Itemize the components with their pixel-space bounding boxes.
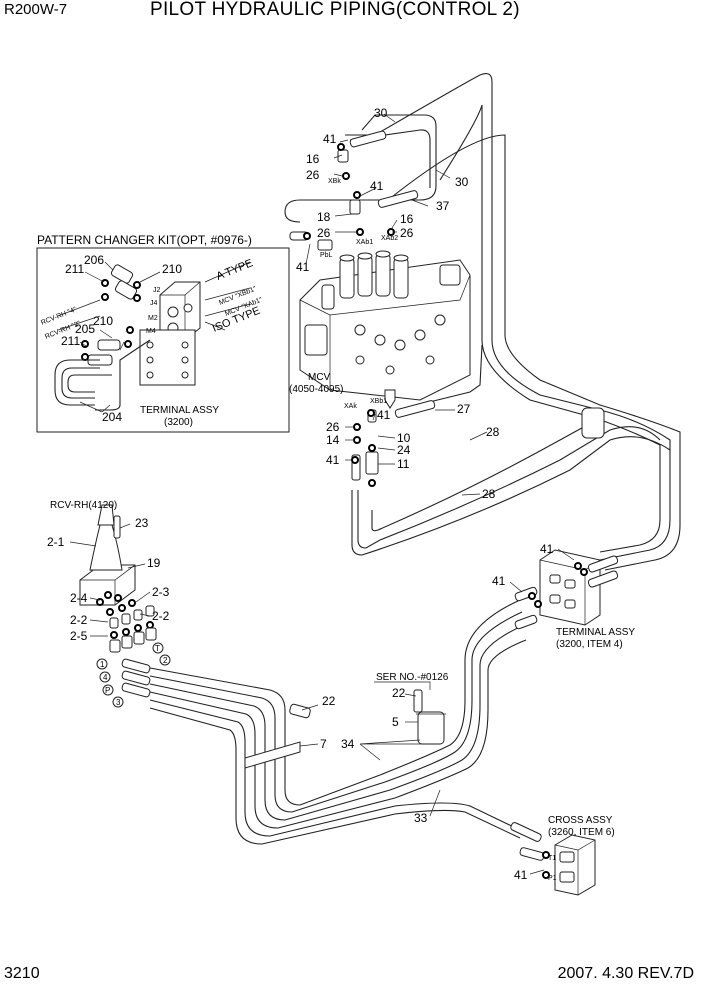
port-pbl: PbL	[320, 252, 333, 259]
callout-206: 206	[84, 253, 104, 267]
callout-22a: 22	[322, 694, 336, 708]
port-mark-1: 1	[100, 660, 105, 669]
clamps	[244, 407, 605, 769]
callout-26c: 26	[317, 226, 331, 240]
callout-18: 18	[317, 210, 331, 224]
leader-lines	[69, 113, 575, 875]
inset-title: PATTERN CHANGER KIT(OPT, #0976-)	[37, 233, 252, 247]
terminal-right-ref: (3200, ITEM 4)	[556, 639, 623, 650]
terminal-right-label: TERMINAL ASSY	[556, 627, 635, 638]
callout-41b: 41	[370, 179, 384, 193]
cross-assy-label: CROSS ASSY	[548, 815, 613, 826]
callout-205: 205	[75, 322, 95, 336]
port-m2: M2	[148, 315, 158, 322]
terminal-assy-right	[514, 549, 619, 630]
port-mark-t: T	[155, 644, 160, 653]
callout-2-1: 2-1	[47, 535, 65, 549]
text-labels: PATTERN CHANGER KIT(OPT, #0976-) TERMINA…	[37, 178, 635, 882]
model-code: R200W-7	[4, 1, 68, 18]
callout-14: 14	[326, 433, 340, 447]
port-markers: 1 4 P 3 T 2	[96, 642, 171, 708]
cross-assy	[510, 822, 596, 896]
callout-28b: 28	[482, 487, 496, 501]
revision-date: 2007. 4.30 REV.7D	[557, 965, 694, 982]
mcv-ref: (4050-4095)	[289, 384, 343, 395]
port-xab1: XAb1	[356, 239, 373, 246]
port-xbb1: XBb1	[370, 398, 387, 405]
mcv-label: MCV	[308, 372, 331, 383]
callout-16a: 16	[306, 152, 320, 166]
callout-41d: 41	[377, 408, 391, 422]
inset-terminal-ref: (3200)	[164, 417, 193, 428]
callout-numbers: 30 30 41 16 26 41 37 18 16 26 26 41 206 …	[47, 106, 554, 882]
hose-bundle-top	[284, 73, 681, 571]
port-mark-2: 2	[163, 656, 168, 665]
page-title: PILOT HYDRAULIC PIPING(CONTROL 2)	[150, 0, 520, 20]
callout-210a: 210	[162, 262, 182, 276]
callout-34: 34	[341, 737, 355, 751]
callout-26a: 26	[306, 168, 320, 182]
port-p1: P1	[548, 875, 557, 882]
callout-2-5: 2-5	[70, 629, 88, 643]
port-m4: M4	[146, 328, 156, 335]
a-type-label: A TYPE	[215, 257, 255, 282]
port-mark-3: 3	[116, 698, 121, 707]
callout-23: 23	[135, 516, 149, 530]
callout-28a: 28	[486, 425, 500, 439]
callout-41e: 41	[326, 453, 340, 467]
callout-2-3: 2-3	[152, 585, 170, 599]
hose-27-28	[351, 344, 671, 556]
callout-33: 33	[414, 811, 428, 825]
port-mark-p: P	[105, 686, 110, 695]
port-j4: J4	[150, 300, 158, 307]
callout-41c: 41	[296, 260, 310, 274]
callout-2-2a: 2-2	[152, 609, 170, 623]
cross-assy-ref: (3260, ITEM 6)	[548, 827, 615, 838]
hose-bundle-bottom	[149, 599, 527, 845]
callout-41h: 41	[514, 868, 528, 882]
port-xak: XAk	[344, 403, 357, 410]
callout-16b: 16	[400, 212, 414, 226]
port-mark-4: 4	[103, 673, 108, 682]
callout-2-2b: 2-2	[70, 613, 88, 627]
callout-5: 5	[392, 715, 399, 729]
port-xab2: XAb2	[381, 235, 398, 242]
callout-11: 11	[397, 457, 410, 471]
callout-204: 204	[102, 410, 122, 424]
callout-30b: 30	[455, 175, 469, 189]
callout-37: 37	[436, 199, 450, 213]
callout-30a: 30	[374, 106, 388, 120]
callout-19: 19	[147, 556, 161, 570]
mcv-fittings	[289, 130, 436, 487]
callout-41f: 41	[540, 542, 554, 556]
port-j2: J2	[153, 287, 161, 294]
callout-2-4: 2-4	[70, 591, 88, 605]
callout-211a: 211	[65, 262, 84, 276]
callout-7: 7	[320, 737, 327, 751]
callout-27: 27	[457, 402, 471, 416]
ser-no-label: SER NO.-#0126	[376, 672, 449, 683]
mcv-valve-block	[299, 250, 471, 409]
callout-210b: 210	[93, 314, 113, 328]
inset-terminal-assy: TERMINAL ASSY	[140, 405, 219, 416]
pattern-changer-inset	[36, 247, 290, 433]
callout-26b: 26	[400, 226, 414, 240]
port-xbk: XBk	[328, 178, 341, 185]
callout-211b: 211	[61, 334, 80, 348]
rcv-joystick	[79, 504, 157, 698]
callout-41g: 41	[492, 574, 506, 588]
port-t1: T1	[548, 855, 556, 862]
rcv-label: RCV-RH(4120)	[50, 500, 117, 511]
callout-41a: 41	[323, 132, 337, 146]
callout-24: 24	[397, 443, 411, 457]
page-number: 3210	[4, 965, 40, 982]
callout-26d: 26	[326, 420, 340, 434]
callout-22b: 22	[392, 686, 406, 700]
callout-10: 10	[397, 431, 411, 445]
